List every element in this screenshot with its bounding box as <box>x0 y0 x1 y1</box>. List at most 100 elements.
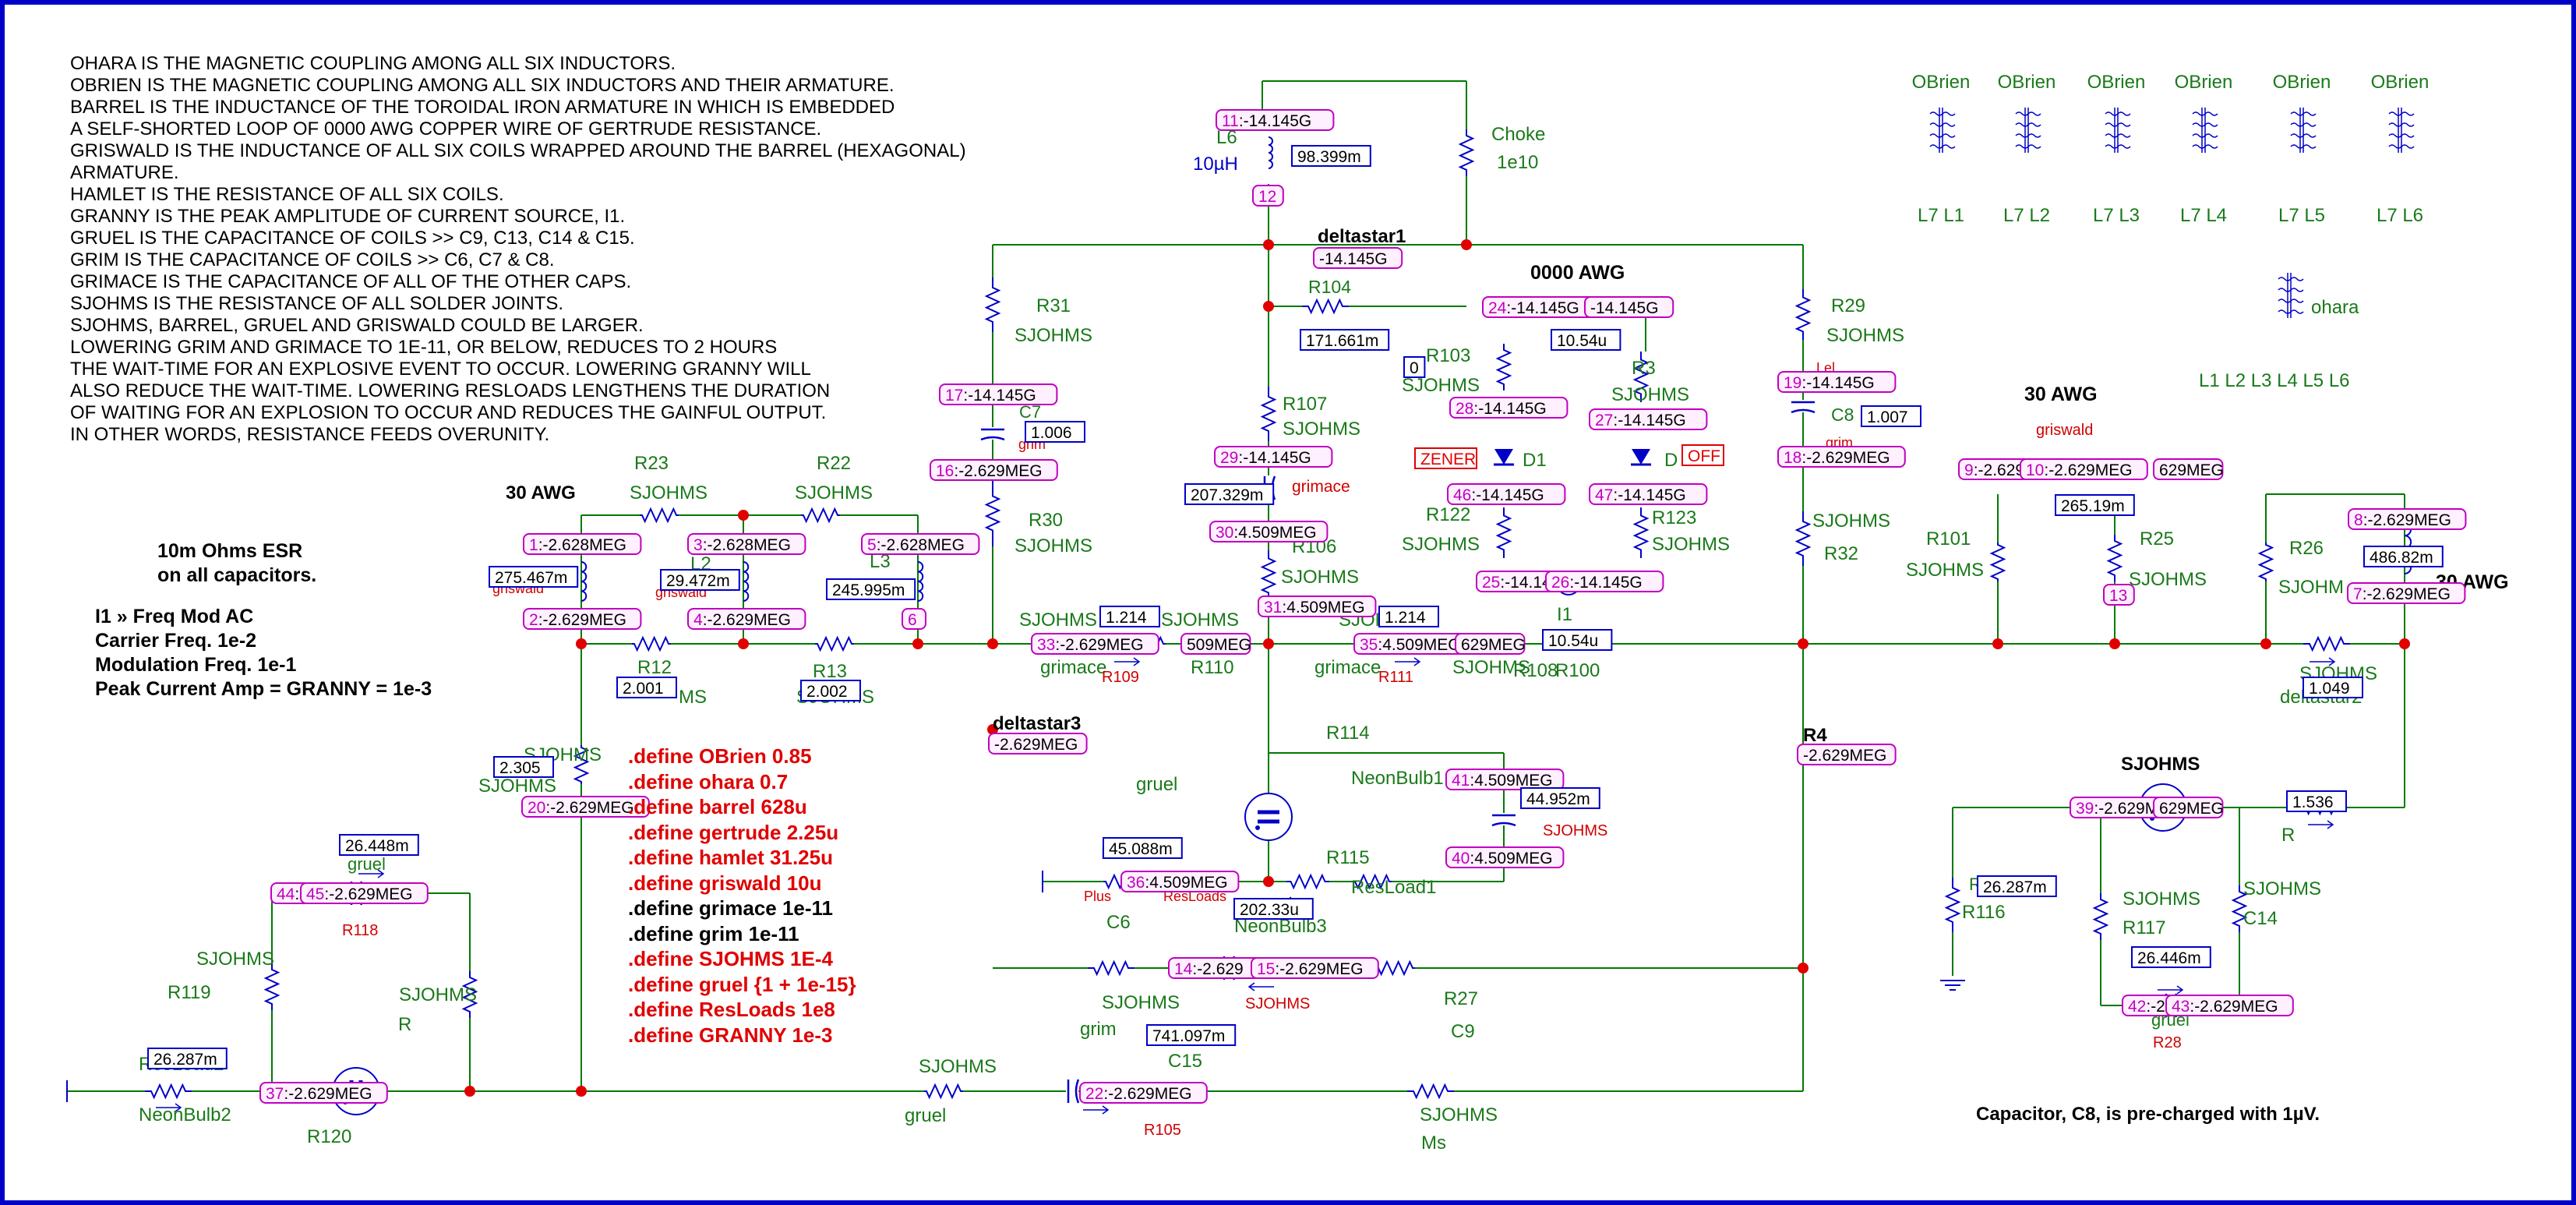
component-label: SJOHMS <box>1102 992 1180 1013</box>
node-voltage: 28:-14.145G <box>1456 400 1547 418</box>
component-label: SJOHMS <box>478 776 556 797</box>
probe-value: 1.214 <box>1106 609 1147 627</box>
junction-dot <box>1461 239 1472 250</box>
coupling-name: OBrien <box>1998 72 2056 93</box>
component-label: 0000 AWG <box>1530 262 1625 284</box>
probe-label: 2.001 <box>616 677 677 698</box>
component-label: gruel <box>348 854 386 874</box>
component-label: SJOHMS <box>1015 325 1092 346</box>
note-line: OBRIEN IS THE MAGNETIC COUPLING AMONG AL… <box>70 75 895 96</box>
resistor <box>1495 344 1512 390</box>
node-id: 37 <box>266 1085 284 1103</box>
component-label: 1e10 <box>1497 152 1538 173</box>
component-label: R3 <box>1632 358 1656 379</box>
component-label: 30 AWG <box>2024 383 2098 405</box>
resistor <box>1260 387 1277 441</box>
component-label: R107 <box>1283 394 1327 415</box>
circuit-schematic: L610µHChoke1e10Gdeltastar10000 AWGR31SJO… <box>66 72 2509 1154</box>
node-label: 31:4.509MEG <box>1258 595 1377 617</box>
node-voltage: 6 <box>908 611 917 629</box>
node-voltage: 43:-2.629MEG <box>2172 998 2278 1016</box>
node-voltage: 15:-2.629MEG <box>1257 960 1364 978</box>
probe-label: 44.952m <box>1520 787 1600 809</box>
resistor <box>1260 550 1277 601</box>
resistor <box>2106 535 2123 581</box>
node-label: 509MEG <box>1180 633 1251 655</box>
node-value: :4.509MEG <box>1470 772 1552 790</box>
node-label: 40:4.509MEG <box>1445 846 1565 868</box>
component-label: SJOHMS <box>795 482 873 504</box>
node-id: 18 <box>1784 449 1801 467</box>
note-line: GRISWALD IS THE INDUCTANCE OF ALL SIX CO… <box>70 140 966 161</box>
define-line: .define ohara 0.7 <box>628 769 789 793</box>
node-voltage: 10:-2.629MEG <box>2026 461 2133 479</box>
component-label: C9 <box>1451 1021 1475 1042</box>
node-id: 31 <box>1264 599 1282 617</box>
probe-label: 207.329m <box>1184 483 1275 505</box>
node-id: 24 <box>1488 299 1507 317</box>
node-value: :-2.629MEG <box>284 1085 372 1103</box>
notes-block: OHARA IS THE MAGNETIC COUPLING AMONG ALL… <box>70 53 966 446</box>
coupling-name: ohara <box>2311 297 2359 318</box>
inductor <box>1268 136 1273 169</box>
probe-value: 29.472m <box>666 572 730 590</box>
probe-label: 1.214 <box>1099 606 1160 627</box>
probe-value: 10.54u <box>1548 632 1598 650</box>
junction-dot <box>464 1086 475 1097</box>
node-voltage: 27:-14.145G <box>1595 412 1686 429</box>
component-label: 30 AWG <box>506 482 576 504</box>
component-label: SJOHMS <box>919 1056 997 1077</box>
node-label: 11:-14.145G <box>1216 109 1335 131</box>
probe-label: 0 <box>1403 356 1426 378</box>
resistor <box>2257 542 2274 581</box>
node-value: :4.509MEG <box>1233 524 1316 542</box>
coupling-name: OBrien <box>2087 72 2146 93</box>
resistor <box>815 635 854 652</box>
component-label: C8 <box>1831 405 1854 425</box>
node-id: 41 <box>1452 772 1470 790</box>
resistor <box>801 507 840 524</box>
component-label: R29 <box>1831 295 1865 316</box>
current-arrow-icon <box>2158 985 2184 995</box>
component-label: C6 <box>1106 912 1131 933</box>
coupling-icon <box>2290 108 2317 153</box>
diode-model: ZENER <box>1420 451 1476 468</box>
probe-label: 2.305 <box>493 756 554 778</box>
component-label: R114 <box>1326 723 1370 744</box>
node-label: 46:-14.145G <box>1447 483 1566 505</box>
node-id: 19 <box>1784 374 1801 392</box>
esr-note: 10m Ohms ESR on all capacitors. <box>157 539 316 588</box>
current-arrow-icon <box>358 869 385 878</box>
note-line: SJOHMS, BARREL, GRUEL AND GRISWALD COULD… <box>70 315 644 336</box>
coupling-icon <box>2015 108 2041 153</box>
node-id: 42 <box>2128 998 2146 1016</box>
component-label: SJOHMS <box>1402 534 1480 555</box>
node-label: 16:-2.629MEG <box>930 459 1058 481</box>
component-label: R115 <box>1326 847 1370 868</box>
node-value: :-14.145G <box>963 387 1036 405</box>
component-label: SJOHMS <box>1015 535 1092 557</box>
probe-value: 26.446m <box>2137 949 2201 967</box>
inductor <box>917 561 924 602</box>
probe-label: 26.448m <box>339 834 419 856</box>
node-voltage: 1:-2.628MEG <box>529 536 626 554</box>
node-value: :-2.629MEG <box>703 611 791 629</box>
component-label: Plus <box>1084 889 1111 904</box>
coupling-pair: L7 L1 <box>1918 205 1964 226</box>
component-label: R23 <box>634 453 669 474</box>
node-id: 1 <box>529 536 538 554</box>
define-line: .define gertrude 2.25u <box>628 820 839 844</box>
node-label: 22:-2.629MEG <box>1079 1082 1208 1104</box>
node-value: :-14.145G <box>1473 400 1546 418</box>
component-label: SJOHMS <box>1245 995 1310 1012</box>
node-id: 40 <box>1452 850 1470 868</box>
component-label: R <box>398 1014 411 1035</box>
note-line: GRIMACE IS THE CAPACITANCE OF ALL OF THE… <box>70 271 632 292</box>
component-label: R <box>2281 825 2295 846</box>
node-label: 10:-2.629MEG <box>2020 458 2148 480</box>
node-id: 22 <box>1085 1085 1103 1103</box>
node-label: 6 <box>902 608 926 630</box>
probe-label: 741.097m <box>1146 1024 1237 1046</box>
node-voltage: 37:-2.629MEG <box>266 1085 372 1103</box>
node-voltage: -2.629MEG <box>1803 747 1886 765</box>
